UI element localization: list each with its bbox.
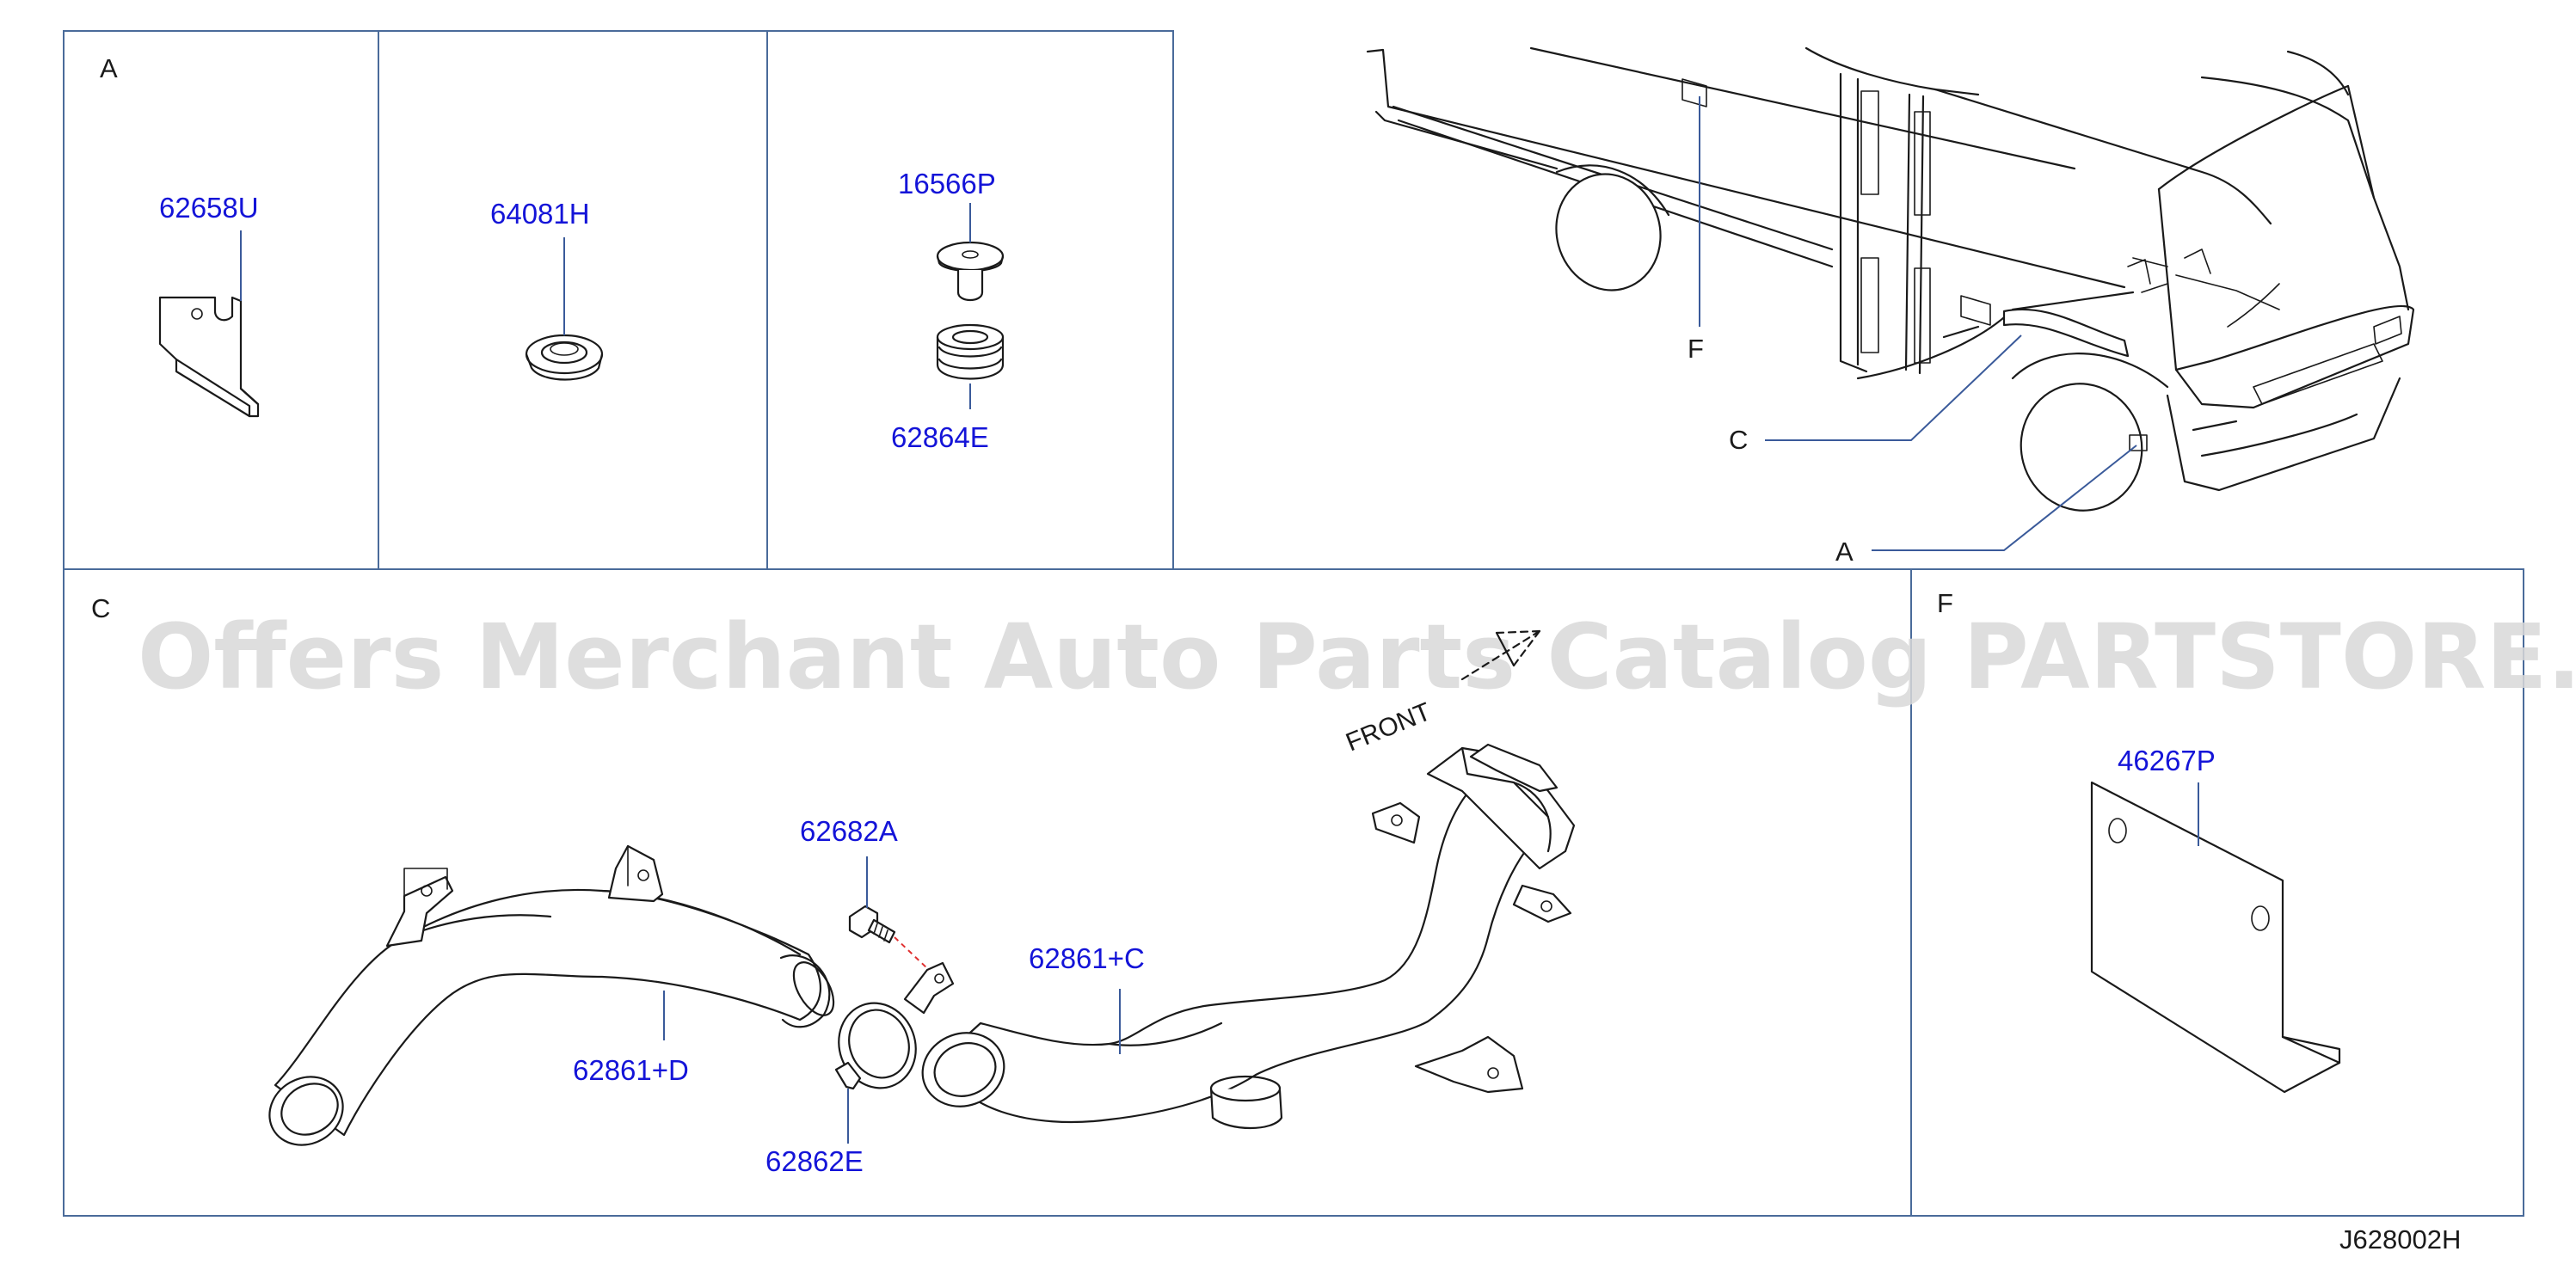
watermark: Offers Merchant Auto Parts Catalog PARTS… [138,604,2576,709]
section-label-f: F [1937,588,1953,618]
clamp-62862e-drawing [834,961,955,1090]
part-number-62864e[interactable]: 62864E [891,421,989,453]
part-number-62682a[interactable]: 62682A [800,815,898,847]
duct-62861c-drawing [921,743,1576,1130]
part-number-62658u[interactable]: 62658U [159,192,259,224]
grommet-64081h-drawing [525,334,604,381]
bolt-62682a-drawing [848,905,896,944]
duct-62861d-drawing [268,844,835,1146]
section-label-a: A [100,53,118,83]
vehicle-callout-c: C [1729,425,1748,455]
part-number-62862e[interactable]: 62862E [765,1145,864,1177]
part-number-62861c[interactable]: 62861+C [1029,942,1145,974]
clip-16566p-drawing [936,241,1005,302]
part-number-46267p[interactable]: 46267P [2118,745,2216,776]
grommet-62864e-drawing [936,323,1005,380]
panel-a-1 [63,30,379,570]
section-label-c: C [91,593,110,623]
vehicle-outline-drawing [1366,46,2415,512]
section-frames [63,30,2524,1217]
drawing-code: J628002H [2339,1224,2461,1255]
panel-a-2 [378,30,768,570]
part-number-64081h[interactable]: 64081H [490,198,590,230]
vehicle-callout-a: A [1835,537,1854,567]
part-number-16566p[interactable]: 16566P [898,168,996,199]
bracket-46267p-drawing [2090,781,2341,1094]
vehicle-callout-f: F [1688,334,1704,364]
bracket-62658u-drawing [158,296,260,418]
panel-f [1910,568,2524,1217]
part-number-62861d[interactable]: 62861+D [573,1054,689,1086]
